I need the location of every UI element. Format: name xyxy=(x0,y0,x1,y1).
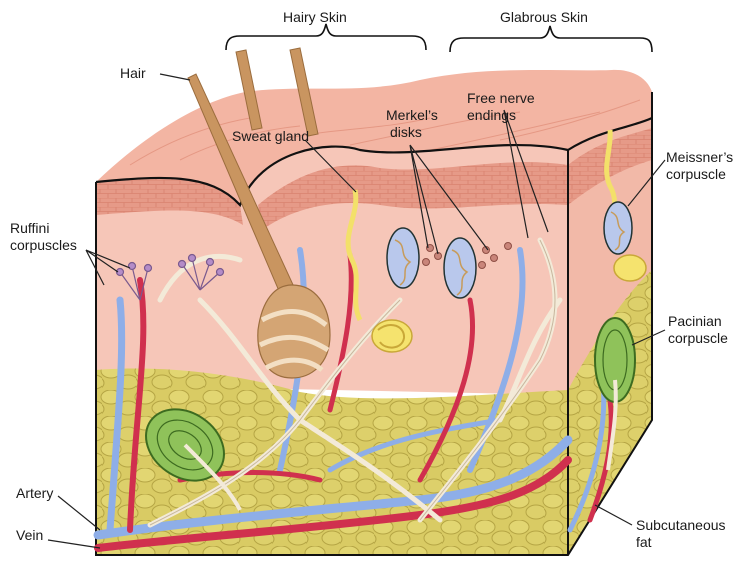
label-subcutaneous-fat-2: fat xyxy=(636,534,652,550)
label-sweat-gland: Sweat gland xyxy=(232,128,309,144)
label-pacinian-corpuscle-2: corpuscle xyxy=(668,330,728,346)
label-merkels-disks-2: disks xyxy=(390,124,422,140)
label-merkels-disks-1: Merkel’s xyxy=(386,107,438,123)
label-free-nerve-endings-2: endings xyxy=(467,107,516,123)
label-hairy-skin: Hairy Skin xyxy=(283,9,347,25)
glabrous-skin-bracket xyxy=(450,26,652,52)
label-glabrous-skin: Glabrous Skin xyxy=(500,9,588,25)
label-pacinian-corpuscle-1: Pacinian xyxy=(668,313,722,329)
leader-artery xyxy=(58,496,100,530)
label-artery: Artery xyxy=(16,485,53,501)
hairy-skin-bracket xyxy=(226,24,426,50)
label-vein: Vein xyxy=(16,527,43,543)
label-free-nerve-endings-1: Free nerve xyxy=(467,90,535,106)
leader-subcutaneous xyxy=(595,505,632,525)
label-ruffini-corpuscles-1: Ruffini xyxy=(10,220,49,236)
leader-hair xyxy=(160,74,190,80)
label-meissners-corpuscle-2: corpuscle xyxy=(666,166,726,182)
label-subcutaneous-fat-1: Subcutaneous xyxy=(636,517,726,533)
leader-vein xyxy=(48,540,100,548)
label-ruffini-corpuscles-2: corpuscles xyxy=(10,237,77,253)
label-hair: Hair xyxy=(120,65,146,81)
label-meissners-corpuscle-1: Meissner’s xyxy=(666,149,733,165)
